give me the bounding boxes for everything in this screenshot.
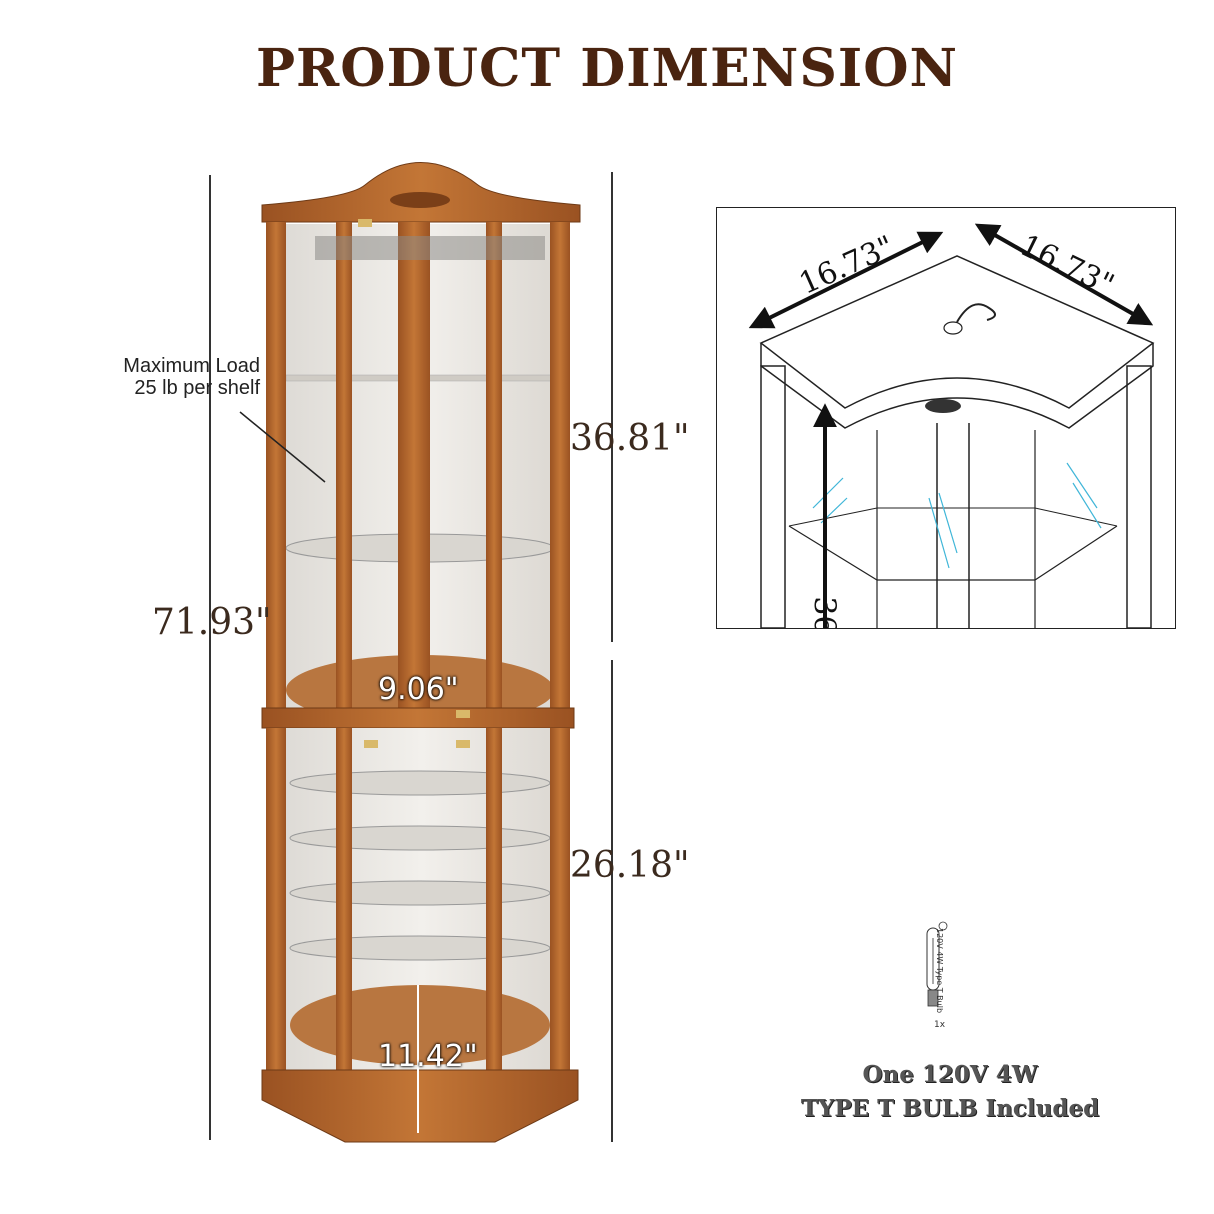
lower-floor <box>290 985 550 1065</box>
light-fixtures <box>315 236 545 260</box>
bulb-quantity: 1x <box>934 1020 946 1030</box>
side-b-arrow <box>974 223 1154 326</box>
total-height-label: 71.93" <box>152 602 272 643</box>
upper-post-4 <box>486 222 502 714</box>
total-height-line <box>209 175 211 1140</box>
crown-carving <box>390 192 450 208</box>
hinge-2 <box>456 710 470 718</box>
glass-reflections <box>812 462 1102 569</box>
bulb-included-label: One 120V 4W TYPE T BULB Included <box>760 1058 1140 1126</box>
bulb-package-text: 120V 4W Type T Bulb <box>935 928 944 1014</box>
lower-height-line <box>611 660 613 1142</box>
right-frame <box>1126 365 1152 628</box>
top-view-diagram <box>748 223 1155 628</box>
cord-hole <box>943 321 963 335</box>
cabinet-middle-band <box>261 707 575 729</box>
top-front-edge <box>760 343 1154 429</box>
top-view-inset: 16.73" 16.73" 36 <box>716 207 1176 629</box>
load-pointer-line <box>239 411 326 483</box>
cabinet-base <box>261 1069 579 1143</box>
upper-post-left <box>266 222 286 714</box>
lower-shelf-2 <box>289 825 551 851</box>
lower-height-label: 26.18" <box>570 845 690 886</box>
upper-post-2 <box>336 222 352 714</box>
hinge-1 <box>358 219 372 227</box>
cabinet-top-surface <box>759 255 1155 409</box>
side-a-arrow <box>748 231 944 329</box>
upper-depth-label: 9.06" <box>378 672 459 707</box>
lower-depth-label: 11.42" <box>378 1039 478 1074</box>
lower-shelf-1 <box>289 770 551 796</box>
upper-post-center <box>398 222 430 714</box>
hinge-3 <box>364 740 378 748</box>
inset-height-partial: 36 <box>806 596 842 629</box>
lower-post-right <box>550 728 570 1073</box>
inset-shelf <box>788 525 1118 581</box>
lower-shelf-3 <box>289 880 551 906</box>
upper-post-right <box>550 222 570 714</box>
lower-post-2 <box>336 728 352 1073</box>
lower-post-left <box>266 728 286 1073</box>
left-frame <box>760 365 786 628</box>
upper-height-line <box>611 172 613 642</box>
max-load-note: Maximum Load 25 lb per shelf <box>60 355 260 399</box>
bulb-icon <box>926 921 948 1007</box>
lower-shelf-4 <box>289 935 551 961</box>
bulb-line1: One 120V 4W <box>862 1061 1038 1088</box>
max-load-line1: Maximum Load <box>123 355 260 377</box>
bulb-line2: TYPE T BULB Included <box>800 1095 1100 1122</box>
lower-post-4 <box>486 728 502 1073</box>
max-load-line2: 25 lb per shelf <box>134 377 260 399</box>
inset-crown-carving <box>925 399 961 413</box>
inset-shelf-2 <box>788 507 1118 527</box>
upper-height-label: 36.81" <box>570 418 690 459</box>
hinge-4 <box>456 740 470 748</box>
page-title: PRODUCT DIMENSION <box>255 38 959 99</box>
